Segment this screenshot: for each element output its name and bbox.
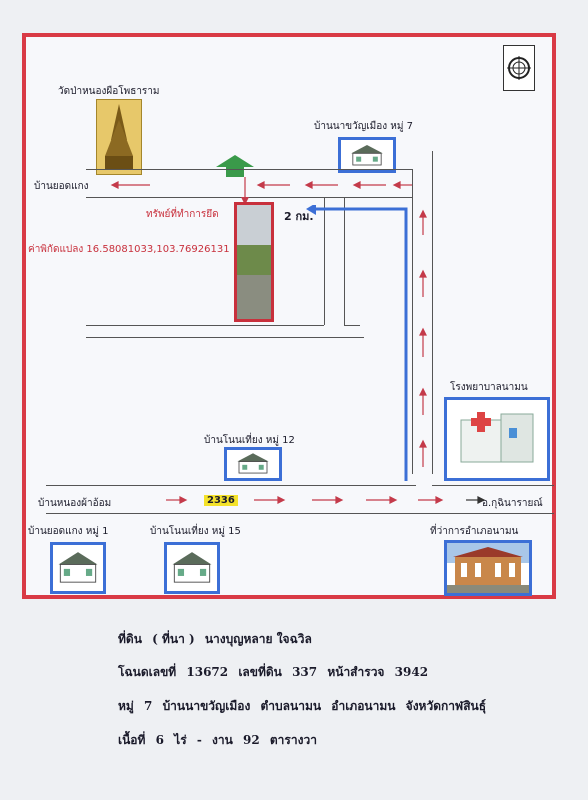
village-nakhwanmueang-label: บ้านนาขวัญเมือง หมู่ 7 [314,121,414,132]
footer-province: จังหวัดกาฬสินธุ์ [405,699,487,713]
footer-rai-unit: ไร่ [174,733,187,747]
footer-land-no-label: เลขที่ดิน [238,665,282,679]
village-yodkaeng1-label: บ้านยอดแกง หมู่ 1 [28,526,109,537]
blue-route-line [306,205,408,481]
footer-land-no: 337 [292,665,318,679]
temple-label: วัดป่าหนองผือโพธาราม [58,86,160,97]
main-road-arrows [166,496,486,504]
upper-road-lower-edge [86,197,412,198]
lower-side-road [86,337,364,338]
footer-wa-unit: ตารางวา [269,733,317,747]
footer-wa-value: 92 [243,733,260,747]
main-road-upper-edge [46,485,416,486]
main-road-upper-edge-right [432,485,554,486]
footer-deed-number: 13672 [186,665,229,679]
footer-village: บ้านนาขวัญเมือง [162,699,251,713]
road-nongphaaom-label: บ้านหนองผ้าอ้อม [38,498,112,509]
temple-icon [96,99,142,175]
main-road-lower-edge [46,513,554,514]
footer-rai-value: 6 [155,733,164,747]
distance-label: 2 กม. [284,210,314,223]
footer-address-line: หมู่ 7 บ้านนาขวัญเมือง ตำบลนามน อำเภอนาม… [118,697,492,716]
property-label: ทรัพย์ที่ทำการยึด [146,209,219,220]
village-nonthiang12-icon [224,447,282,481]
district-office-icon [444,540,532,596]
footer-land-type: ที่ดิน [118,632,142,646]
north-arrow-icon [216,155,254,177]
footer-survey-number: 3942 [394,665,429,679]
footer-owner-line: ที่ดิน ( ที่นา ) นางบุญหลาย ใจฉวิล [118,630,318,649]
coordinates-label: ค่าพิกัดแปลง 16.58081033,103.76926131 [28,244,230,255]
footer-subdistrict: ตำบลนามน [260,699,322,713]
compass-icon [503,45,535,91]
footer-survey-label: หน้าสำรวจ [327,665,385,679]
village-nonthiang15-icon [164,542,220,594]
hospital-label: โรงพยาบาลนามน [450,382,528,393]
footer-deed-label: โฉนดเลขที่ [118,665,177,679]
property-parcel [234,202,274,322]
side-street-cap-left [86,325,324,326]
footer-moo-label: หมู่ [118,699,134,713]
road-kuchinarai-label: อ.กุฉินารายณ์ [482,498,543,509]
upper-road [86,169,412,170]
footer-area-line: เนื้อที่ 6 ไร่ - งาน 92 ตารางวา [118,731,323,750]
footer-area-label: เนื้อที่ [118,733,146,747]
village-nonthiang12-label: บ้านโนนเที่ยง หมู่ 12 [204,435,295,446]
vertical-road-left-edge [412,169,413,474]
footer-district: อำเภอนามน [331,699,396,713]
village-nakhwanmueang-icon [338,137,396,173]
village-nonthiang15-label: บ้านโนนเที่ยง หมู่ 15 [150,526,241,537]
vertical-road-right-edge [432,151,433,474]
map-frame: วัดป่าหนองผือโพธาราม บ้านนาขวัญเมือง หมู… [22,33,556,599]
footer-ngan-value: - [196,733,202,747]
district-office-label: ที่ว่าการอำเภอนามน [430,526,519,537]
hospital-icon [444,397,550,481]
footer-land-subtype: ( ที่นา ) [152,632,195,646]
village-yodkaeng1-icon [50,542,106,594]
footer-owner-name: นางบุญหลาย ใจฉวิล [204,632,312,646]
side-street-left [324,197,325,325]
side-street-right [344,197,345,325]
footer-moo-number: 7 [144,699,153,713]
route-number-badge: 2336 [204,495,238,506]
side-street-cap-right [344,325,360,326]
footer-deed-line: โฉนดเลขที่ 13672 เลขที่ดิน 337 หน้าสำรวจ… [118,663,434,682]
down-arrow-to-property [241,177,249,205]
vertical-road-arrows [419,209,427,467]
road-yodkaeng-label: บ้านยอดแกง [34,181,89,192]
footer-ngan-unit: งาน [212,733,233,747]
upper-road-arrows [110,181,412,189]
